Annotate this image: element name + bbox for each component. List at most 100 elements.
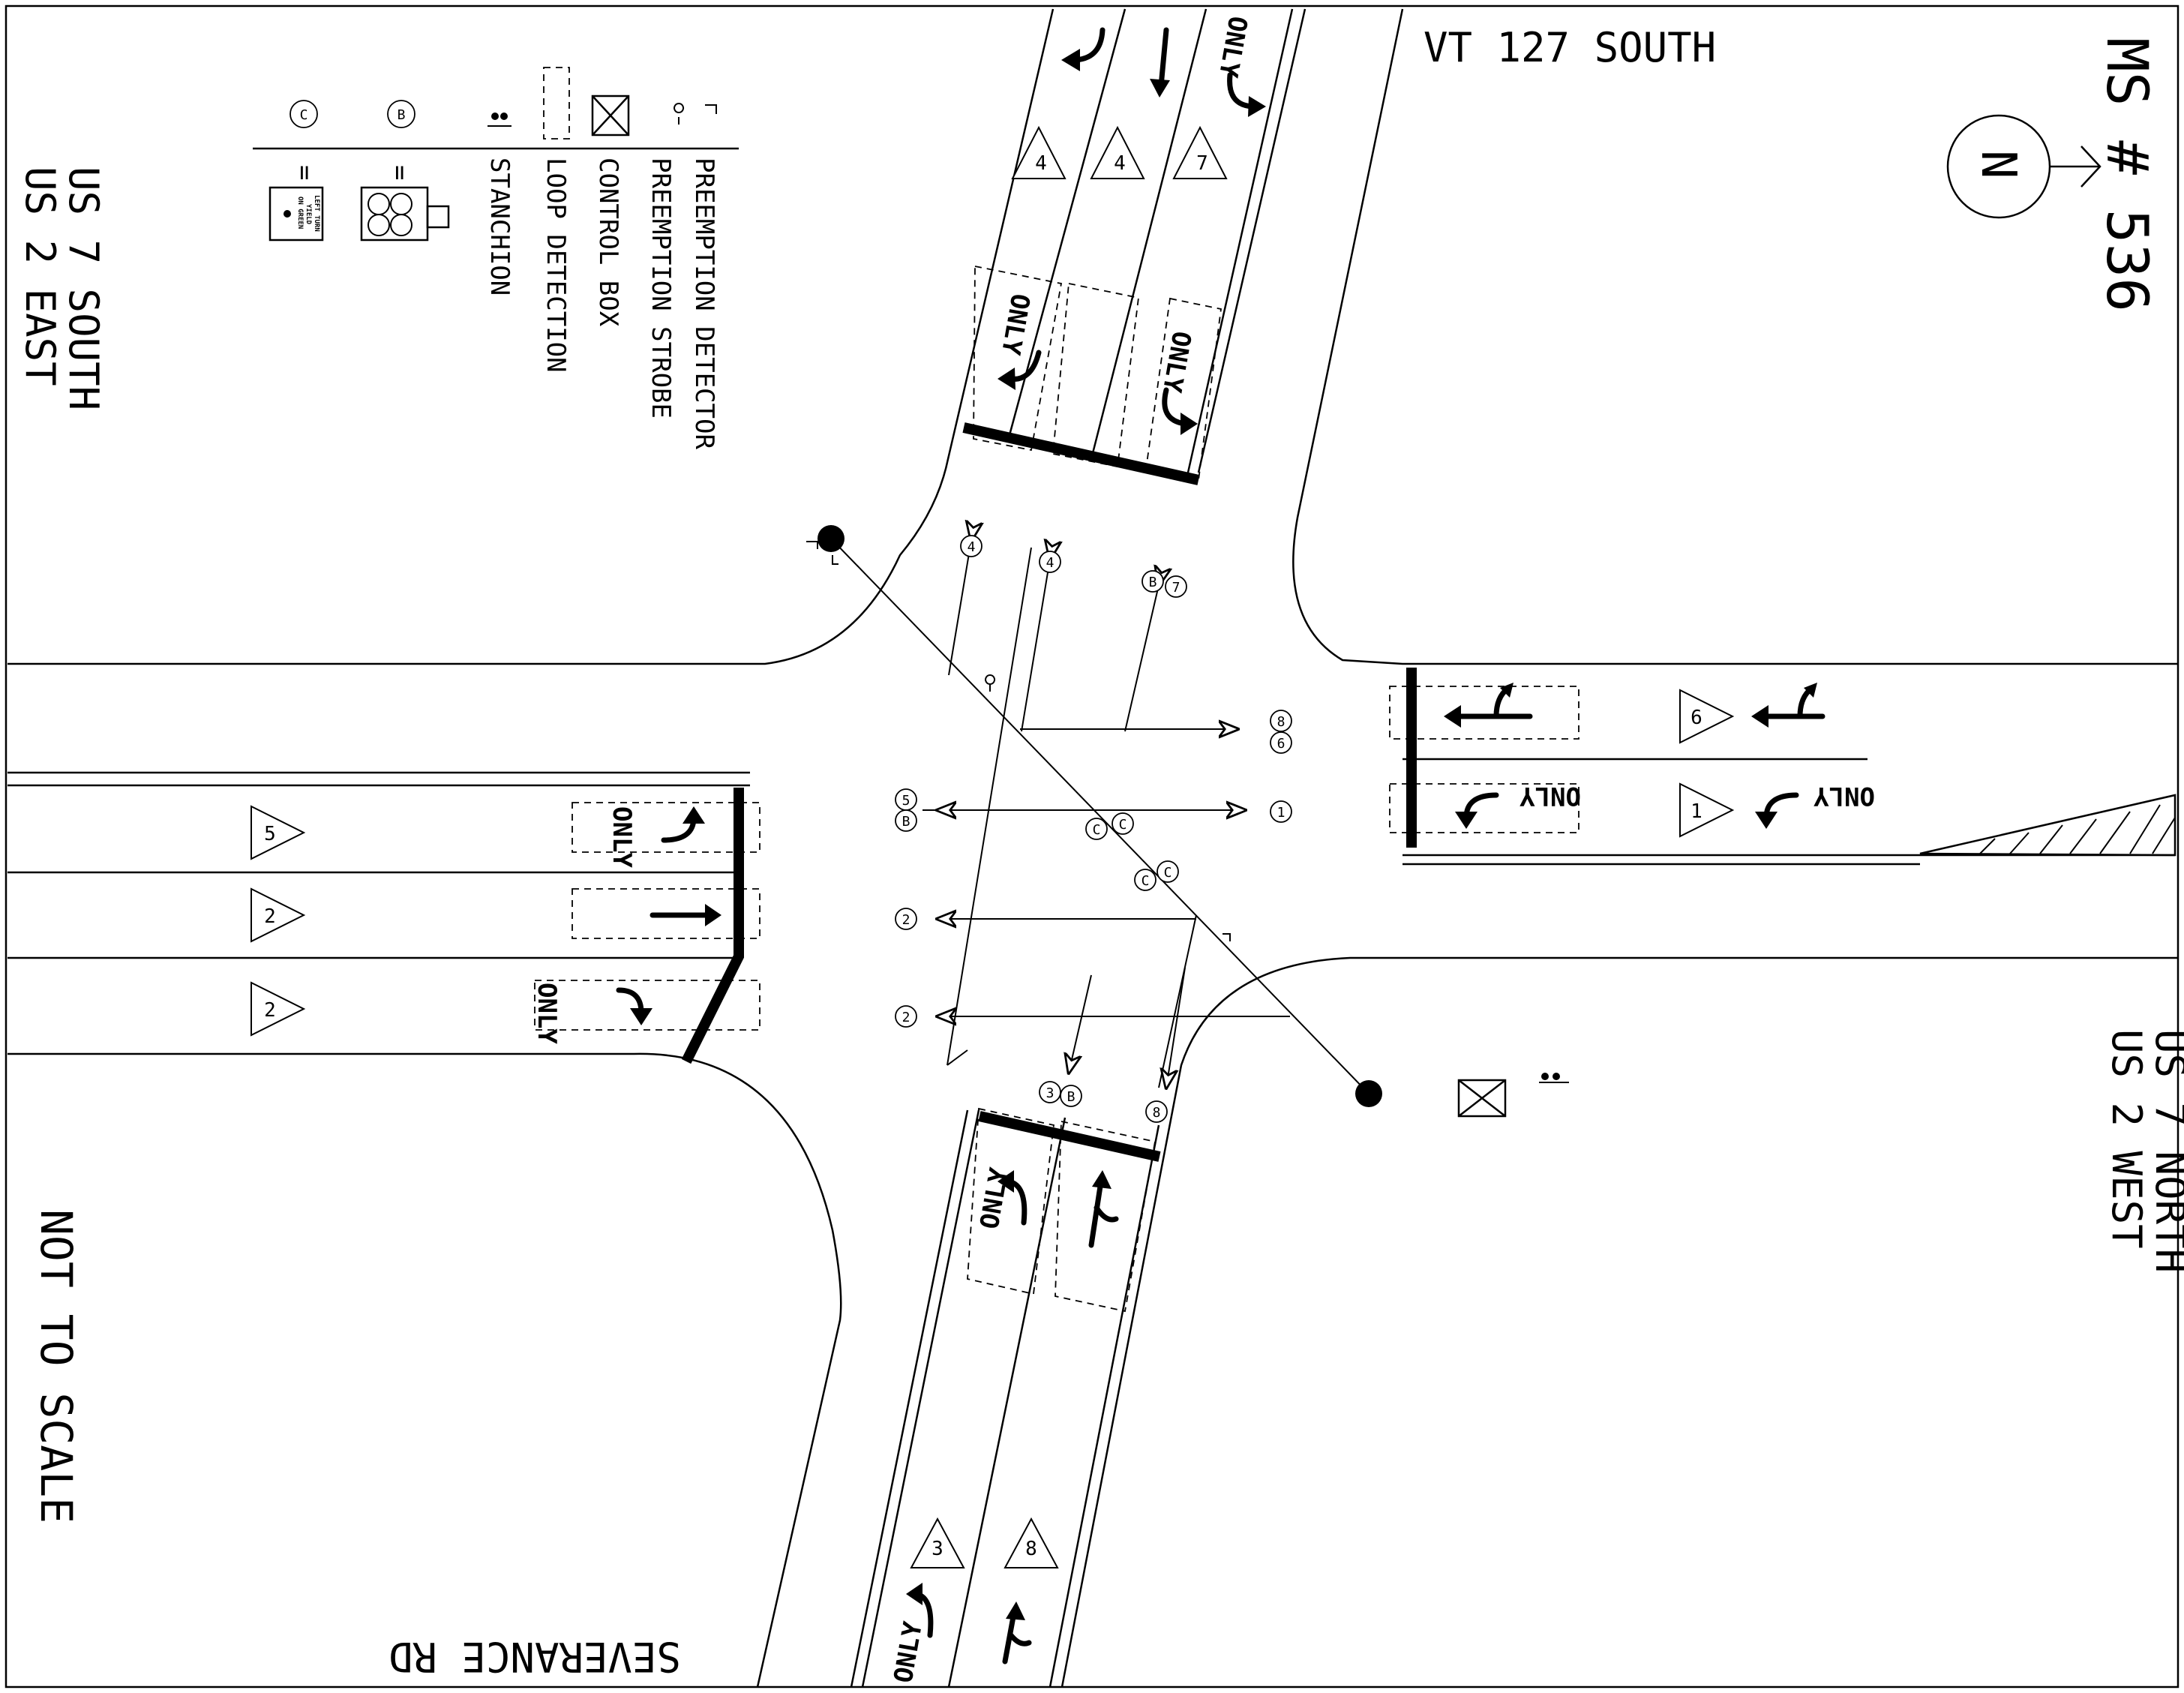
svg-text:C: C (1164, 865, 1172, 881)
svg-text:2: 2 (264, 999, 276, 1022)
pole (818, 525, 844, 552)
signal-head-label: 4 (960, 535, 982, 557)
phase-triangle: 4 (1090, 125, 1145, 179)
preemption-strobe-icon (985, 674, 996, 692)
svg-text:ONLY: ONLY (1814, 781, 1875, 811)
phase-triangle: 2 (250, 887, 306, 943)
signal-head-label: 2 (895, 908, 917, 930)
svg-text:4: 4 (1046, 555, 1054, 571)
signal-head-label: 3 (1039, 1081, 1061, 1103)
svg-text:2: 2 (902, 912, 910, 928)
signal-head-label: 1 (1270, 800, 1292, 823)
svg-text:8: 8 (1277, 714, 1286, 730)
preemption-strobe-icon (674, 103, 685, 125)
scale-note: NOT TO SCALE (31, 1209, 82, 1523)
svg-text:6: 6 (1277, 736, 1286, 752)
signal-head-label: 4 (1039, 551, 1061, 573)
signal-head-label: B (895, 809, 917, 832)
svg-text:C: C (1093, 822, 1101, 838)
svg-text:LEFT TURN: LEFT TURN (313, 195, 320, 232)
only-markings: ONLY ONLY ONLY ONLY ONLY ONLY ONLY ONLY … (532, 14, 1875, 1685)
loop-detection-icon (543, 67, 570, 140)
signal-head-label: 8 (1270, 710, 1292, 732)
phase-triangle: 1 (1679, 782, 1735, 838)
north-arrow: N (1946, 114, 2102, 219)
svg-text:C: C (1142, 873, 1150, 889)
loop-detectors (534, 265, 1580, 1313)
svg-text:5: 5 (264, 823, 276, 845)
svg-text:C: C (300, 107, 308, 123)
legend-label-loop-detection: LOOP DETECTION (541, 158, 571, 373)
svg-text:6: 6 (1690, 707, 1702, 729)
svg-text:ONLY: ONLY (532, 983, 562, 1044)
control-box-icon (1457, 1079, 1507, 1118)
svg-text:7: 7 (1196, 152, 1208, 175)
svg-text:ONLY: ONLY (995, 291, 1036, 357)
signal-head-label: 8 (1145, 1100, 1168, 1123)
svg-text:B: B (902, 814, 910, 830)
signal-head-label: B (1142, 570, 1164, 593)
svg-text:4: 4 (1035, 152, 1047, 175)
svg-text:ONLY: ONLY (1213, 14, 1253, 80)
svg-text:YIELD: YIELD (304, 204, 312, 225)
road-label-east-2: US 2 WEST (2103, 1029, 2150, 1249)
svg-text:4: 4 (968, 539, 976, 555)
legend-equals: = (290, 165, 320, 180)
signal-head-label: C (1134, 869, 1156, 891)
b-symbol-icon: B (387, 100, 416, 128)
drawing-border (4, 5, 2180, 1688)
preemption-detector-icon (1222, 933, 1231, 941)
svg-text:8: 8 (1025, 1538, 1037, 1560)
svg-text:B: B (1067, 1089, 1076, 1105)
road-label-west-1: US 7 SOUTH (60, 167, 107, 410)
phase-triangle: 8 (1004, 1517, 1059, 1568)
svg-text:C: C (1119, 817, 1127, 833)
svg-text:3: 3 (1046, 1085, 1054, 1101)
svg-text:7: 7 (1172, 580, 1180, 596)
svg-text:N: N (1970, 150, 2026, 179)
signal-head-label: C (1112, 812, 1134, 835)
road-edges (8, 8, 2178, 1688)
signal-head-label: 5 (895, 788, 917, 811)
signal-head-label: B (1060, 1085, 1082, 1107)
road-label-north: VT 127 SOUTH (1424, 24, 1716, 71)
phase-triangle: 7 (1172, 125, 1228, 179)
svg-text:ONLY: ONLY (888, 1619, 928, 1685)
legend-label-stanchion: STANCHION (484, 158, 514, 296)
left-turn-yield-sign-icon: LEFT TURN YIELD ON GREEN (268, 186, 324, 242)
svg-text:ONLY: ONLY (1520, 781, 1581, 811)
c-symbol-icon: C (290, 100, 318, 128)
signal-head-label: 2 (895, 1005, 917, 1028)
signal-head-label: C (1085, 818, 1108, 840)
road-label-south: SEVERANCE RD (388, 1633, 681, 1680)
road-label-west-2: US 2 EAST (16, 167, 64, 386)
svg-text:1: 1 (1690, 800, 1702, 823)
stanchion-icon (1539, 1073, 1569, 1083)
phase-triangles: 4 4 7 6 1 5 2 2 3 8 (250, 125, 1735, 1568)
legend-label-preemption-detector: PREEMPTION DETECTOR (689, 158, 719, 449)
svg-text:5: 5 (902, 793, 910, 809)
stop-bars (681, 422, 1417, 1162)
svg-text:ONLY: ONLY (1156, 329, 1197, 395)
signal-head-label: C (1156, 860, 1179, 883)
svg-text:ONLY: ONLY (974, 1165, 1015, 1231)
legend-label-control-box: CONTROL BOX (593, 158, 623, 327)
signal-head-labels: 4 4 B 7 8 6 1 5 B 2 2 3 B 8 C C C C (895, 535, 1292, 1123)
phase-triangle: 4 (1011, 125, 1066, 179)
svg-text:2: 2 (264, 905, 276, 928)
preemption-detector-icon (806, 541, 838, 565)
svg-text:ONLY: ONLY (607, 806, 637, 868)
svg-text:4: 4 (1114, 152, 1126, 175)
svg-text:ON GREEN: ON GREEN (296, 197, 304, 229)
field-equipment (806, 525, 1569, 1118)
stanchion-icon (488, 113, 512, 127)
legend-equals: = (385, 165, 415, 180)
signal-head-label: 7 (1165, 575, 1187, 598)
svg-text:B: B (398, 107, 406, 123)
preemption-detector-icon (705, 104, 717, 114)
legend-label-preemption-strobe: PREEMPTION STROBE (646, 158, 676, 419)
control-box-icon (591, 95, 630, 137)
signal-head-icon (360, 186, 450, 242)
svg-text:3: 3 (932, 1538, 944, 1560)
